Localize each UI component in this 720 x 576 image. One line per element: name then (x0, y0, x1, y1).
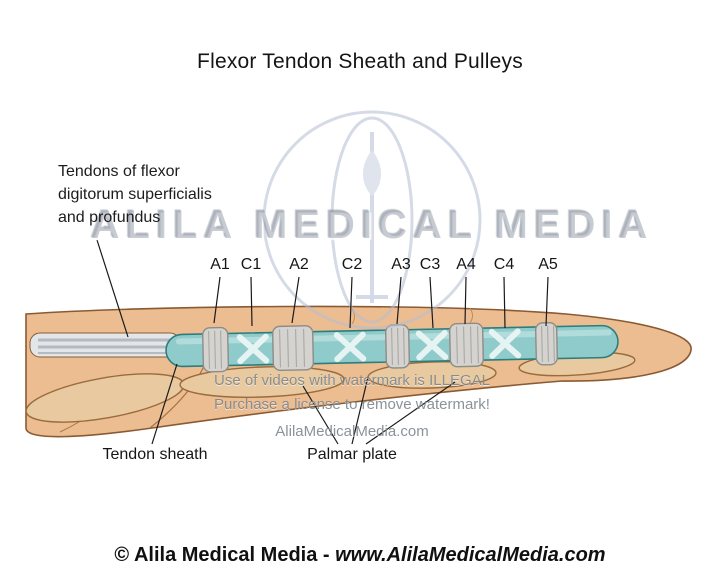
watermark-notice-line1: Use of videos with watermark is ILLEGAL (214, 372, 490, 389)
phalanx-bones (25, 351, 636, 423)
watermark-notice-line2: Purchase a license to remove watermark! (214, 396, 490, 413)
annotation-pointer-lines (96, 239, 549, 445)
cruciate-pulley-straps (236, 328, 522, 365)
watermark-notice-line3: AlilaMedicalMedia.com (275, 423, 429, 440)
pulley-band-ridges (208, 325, 555, 369)
flexor-tendon-bundle (29, 332, 181, 358)
annular-pulley-bands (202, 322, 558, 373)
watermark-logo-icon (262, 110, 482, 330)
